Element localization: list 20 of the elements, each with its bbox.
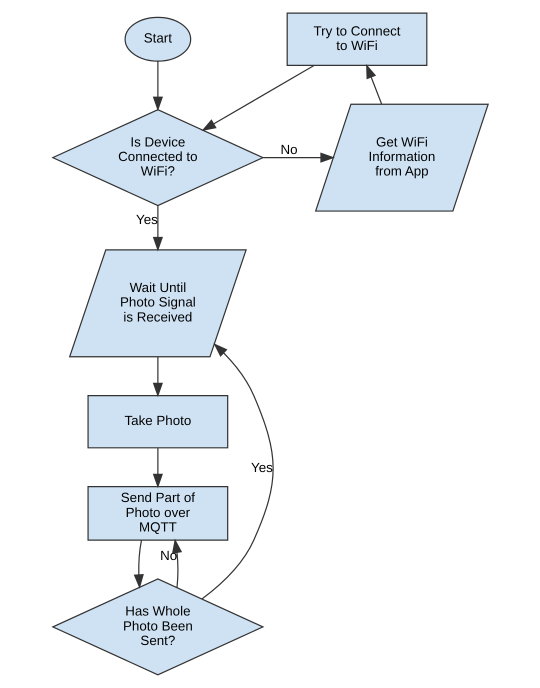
arrow [262, 152, 334, 163]
edge-label: Yes [136, 212, 158, 227]
node-box: Take Photo [86, 395, 228, 448]
arrow [172, 538, 182, 588]
edge-label: Yes [250, 460, 272, 476]
node-diamond: Is Device Connected to WiFi? [50, 109, 264, 206]
arrow [201, 343, 274, 600]
arrow [200, 65, 314, 132]
arrow [152, 206, 162, 252]
arrow [152, 356, 162, 398]
node-ellipse: Start [124, 16, 191, 62]
edge-label: No [160, 548, 177, 563]
arrow [133, 540, 144, 589]
node-box: Send Part of Photo over MQTT [86, 486, 228, 541]
arrow [366, 64, 382, 104]
node-diamond: Has Whole Photo Been Sent? [50, 578, 264, 676]
arrow [152, 448, 162, 488]
arrow [152, 61, 162, 112]
node-box: Try to Connect to WiFi [286, 12, 427, 66]
edge-label: No [280, 142, 298, 157]
